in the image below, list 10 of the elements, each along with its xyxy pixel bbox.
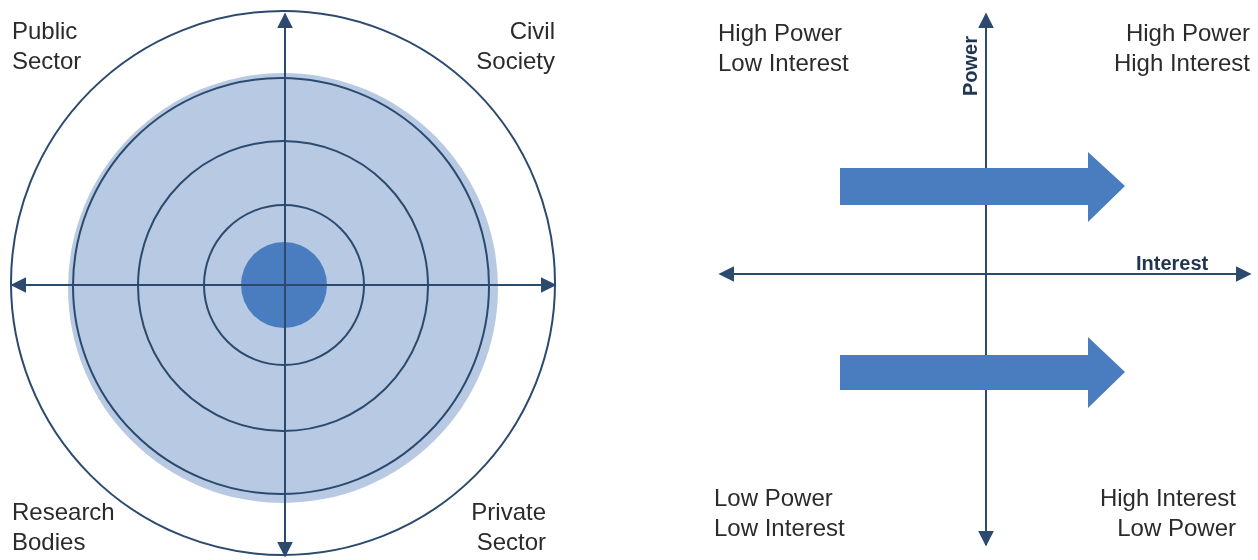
quadrant-label: High Interest Low Power [1098,483,1236,543]
axis-label: Interest [1136,251,1210,276]
sector-label: Public Sector [12,16,83,76]
sector-label: Private Sector [470,497,546,557]
quadrant-label: High Power High Interest [1112,18,1250,78]
sector-label: Civil Society [475,16,555,76]
sector-label: Research Bodies [12,497,116,557]
axis-label: Power [958,36,982,97]
quadrant-label: Low Power Low Interest [714,483,846,543]
quadrant-label: High Power Low Interest [718,18,850,78]
